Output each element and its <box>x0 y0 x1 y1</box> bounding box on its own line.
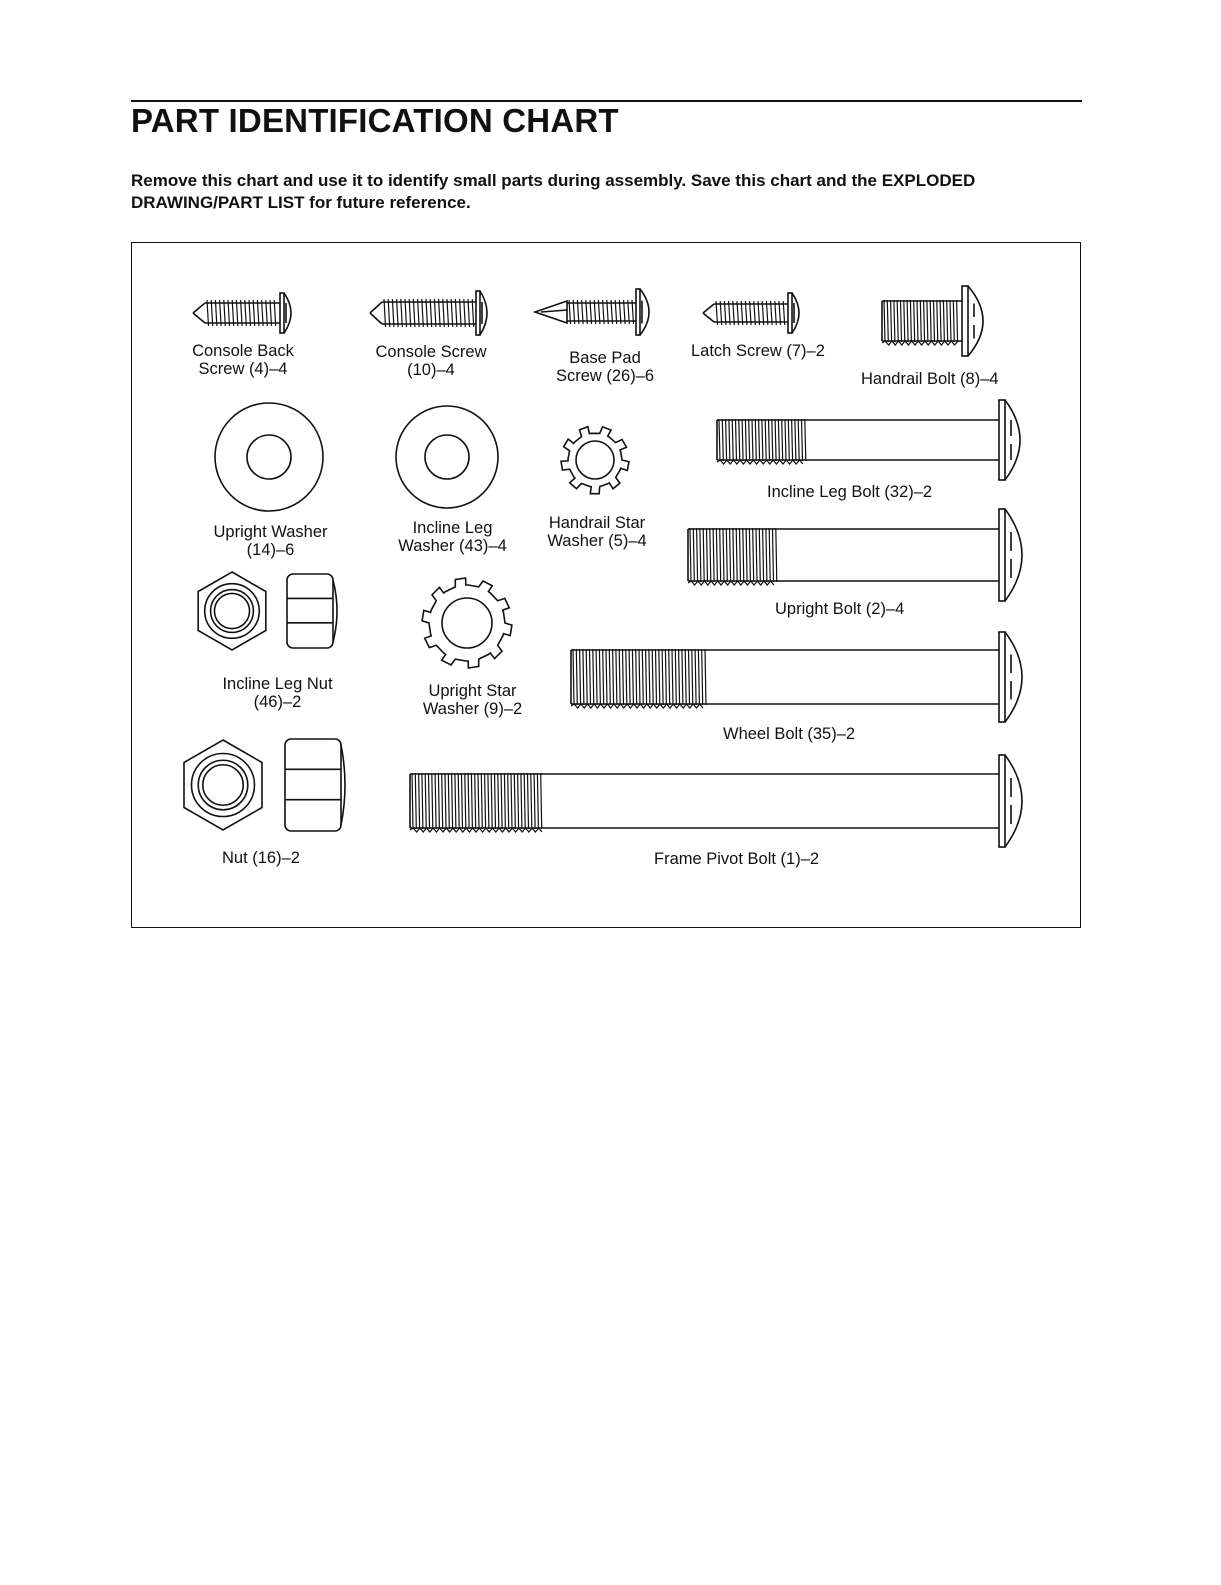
frame-pivot-bolt-icon <box>409 754 1023 848</box>
label-upright-washer: Upright Washer(14)–6 <box>213 523 328 559</box>
intro-line-2: DRAWING/PART LIST for future reference. <box>131 193 471 212</box>
handrail-star-washer-icon <box>560 425 630 495</box>
label-frame-pivot-bolt: Frame Pivot Bolt (1)–2 <box>654 850 820 868</box>
header-rule <box>131 100 1082 102</box>
handrail-bolt-icon <box>881 285 984 357</box>
label-incline-leg-bolt: Incline Leg Bolt (32)–2 <box>767 483 933 501</box>
page-title: PART IDENTIFICATION CHART <box>131 102 619 139</box>
label-wheel-bolt: Wheel Bolt (35)–2 <box>723 725 856 743</box>
label-incline-leg-nut: Incline Leg Nut(46)–2 <box>222 675 333 711</box>
label-nut: Nut (16)–2 <box>222 849 300 867</box>
incline-leg-washer-icon <box>395 405 499 509</box>
incline-leg-nut-icon <box>197 571 338 651</box>
base-pad-screw-icon <box>532 288 650 336</box>
incline-leg-bolt-icon <box>716 399 1021 481</box>
intro-line-1: Remove this chart and use it to identify… <box>131 171 976 190</box>
nut-icon <box>183 738 346 832</box>
label-handrail-bolt: Handrail Bolt (8)–4 <box>861 370 999 388</box>
console-screw-icon <box>369 290 488 336</box>
upright-bolt-icon <box>687 508 1023 602</box>
upright-star-washer-icon <box>421 577 513 669</box>
intro-text: Remove this chart and use it to identify… <box>131 170 1081 214</box>
latch-screw-icon <box>702 292 800 334</box>
wheel-bolt-icon <box>570 631 1023 723</box>
console-back-screw-icon <box>192 292 292 334</box>
label-upright-bolt: Upright Bolt (2)–4 <box>775 600 905 618</box>
label-console-screw: Console Screw(10)–4 <box>375 343 487 379</box>
chart-frame <box>131 242 1081 928</box>
label-latch-screw: Latch Screw (7)–2 <box>691 342 825 360</box>
upright-washer-icon <box>214 402 324 512</box>
